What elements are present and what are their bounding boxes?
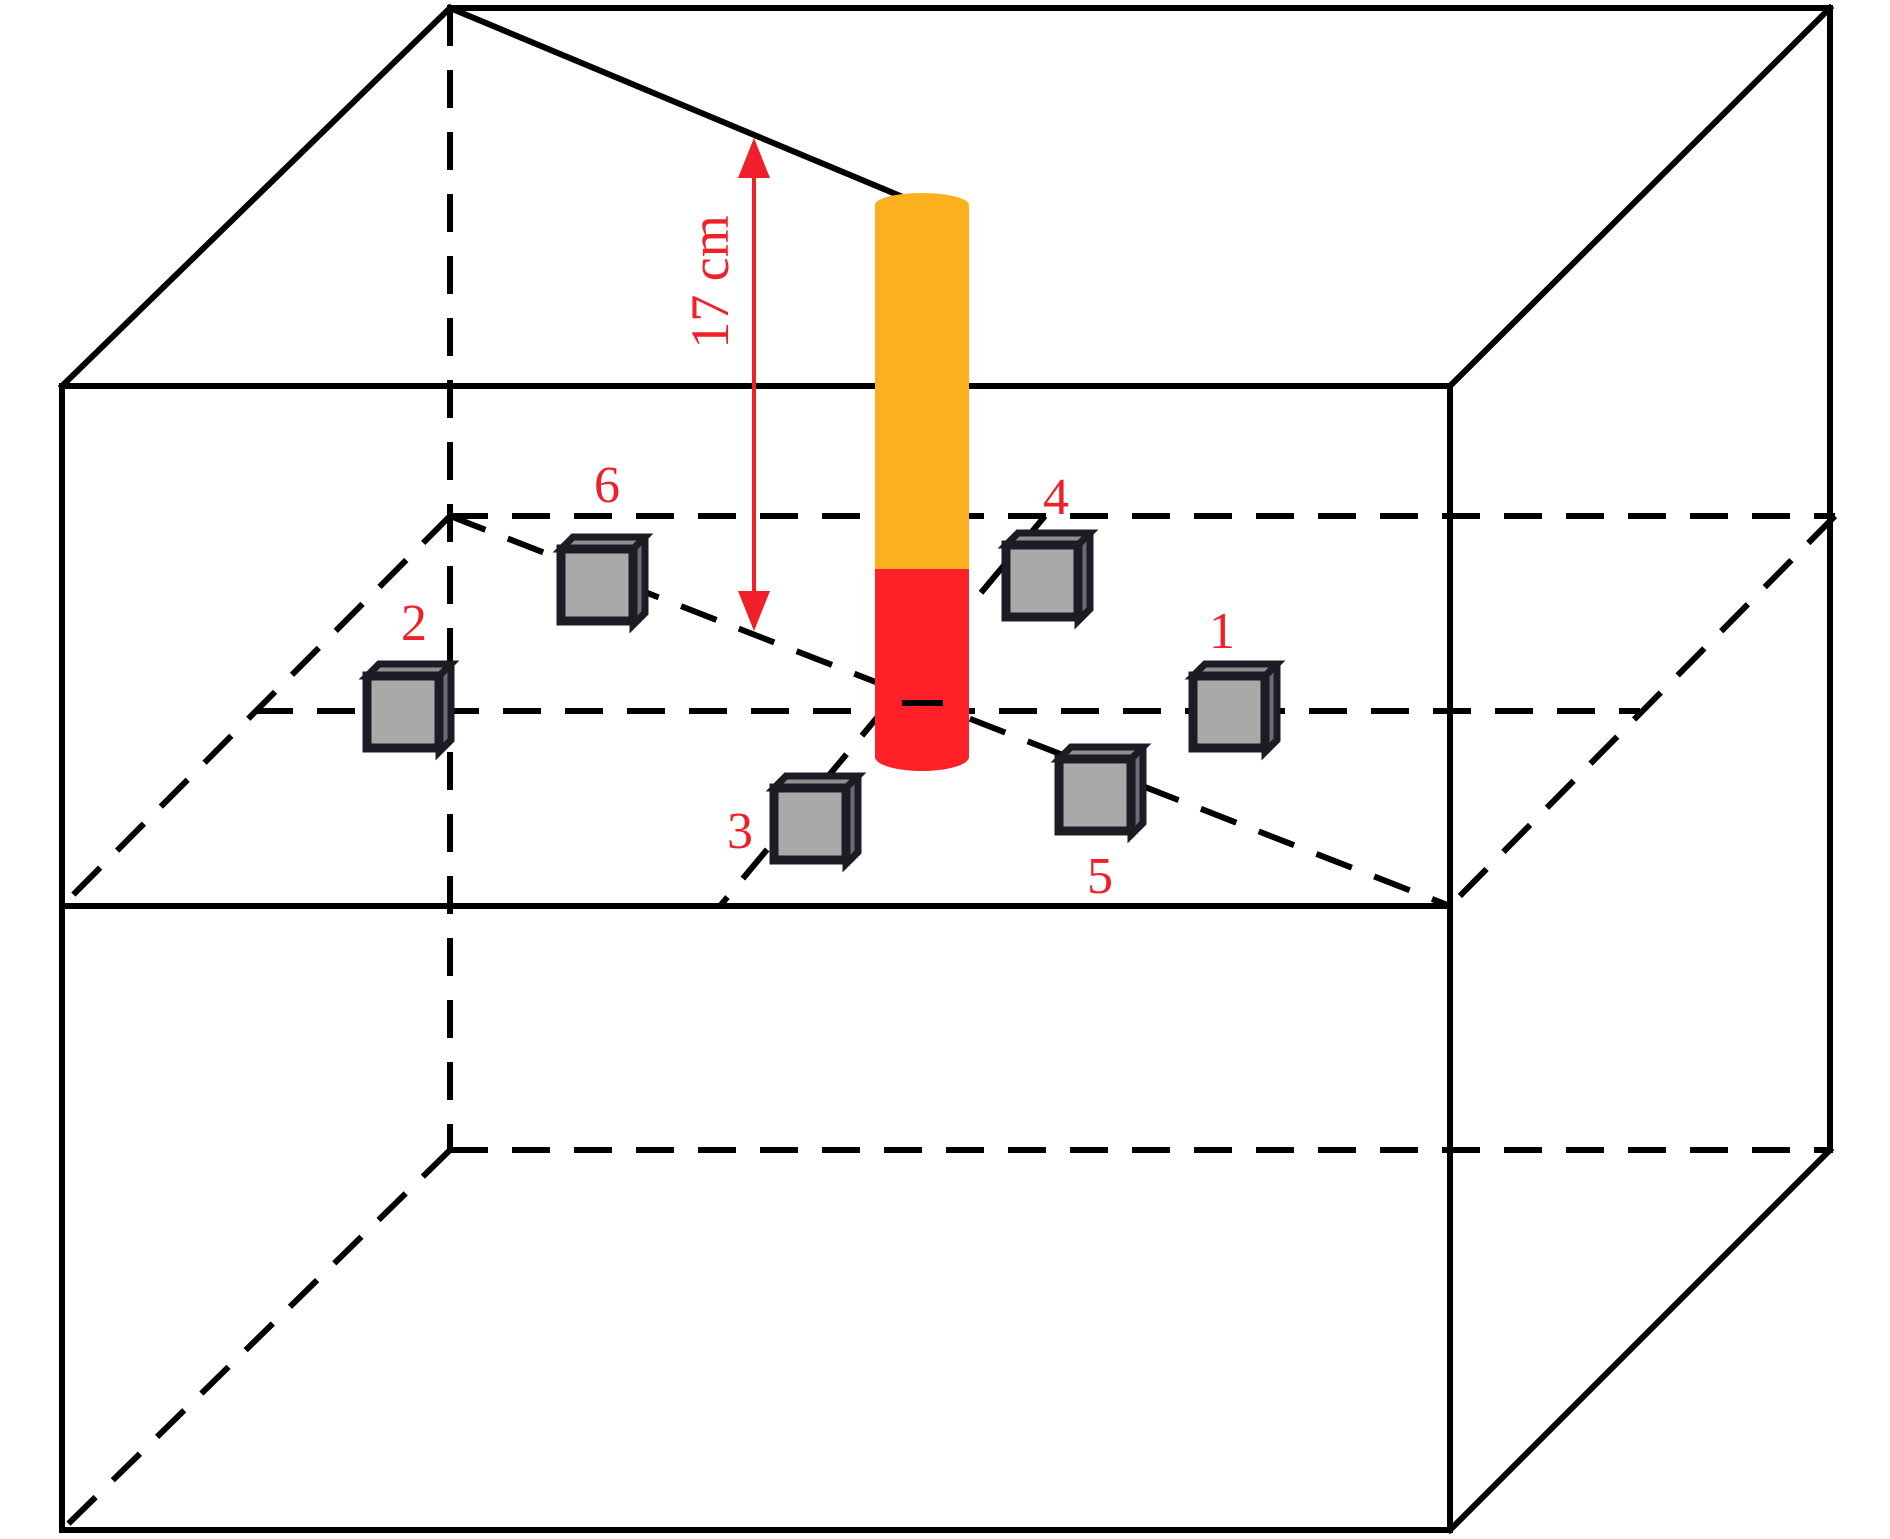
sensor-3-cube — [765, 772, 867, 873]
plane-right-edge — [1447, 513, 1838, 909]
probe-bottom-cap — [875, 743, 969, 771]
depth-dimension: 17 cm — [680, 138, 770, 631]
probe-lower-section — [875, 567, 969, 757]
hidden-edges — [59, 8, 1830, 1533]
plane-diagonal-axis — [448, 513, 1452, 909]
sensor-4-cube — [997, 529, 1099, 630]
probe-rod — [875, 193, 969, 771]
hidden-bottom-left-edge — [59, 1147, 453, 1533]
probe-top-cap — [875, 193, 969, 217]
sensor-1-label: 1 — [1209, 603, 1235, 660]
probe-support-line — [446, 4, 926, 209]
sensor-cubes — [358, 529, 1286, 873]
sensor-6-label: 6 — [594, 457, 620, 514]
sensor-labels: 1 2 3 4 5 6 — [401, 457, 1235, 905]
box-outline — [57, 3, 1835, 1535]
sensor-3-label: 3 — [727, 803, 753, 860]
sensor-5-cube — [1050, 743, 1152, 844]
probe-upper-section — [875, 205, 969, 569]
box-top-right-edge — [1445, 3, 1835, 391]
sensor-5-label: 5 — [1087, 848, 1113, 905]
sensor-1-cube — [1184, 660, 1286, 761]
sensor-2-cube — [358, 660, 460, 761]
box-bottom-right-edge — [1445, 1145, 1835, 1535]
box-top-left-edge — [57, 3, 455, 391]
dimension-label: 17 cm — [680, 215, 740, 348]
sensor-2-label: 2 — [401, 595, 427, 652]
sensor-4-label: 4 — [1043, 469, 1069, 526]
sensor-6-cube — [552, 533, 654, 634]
